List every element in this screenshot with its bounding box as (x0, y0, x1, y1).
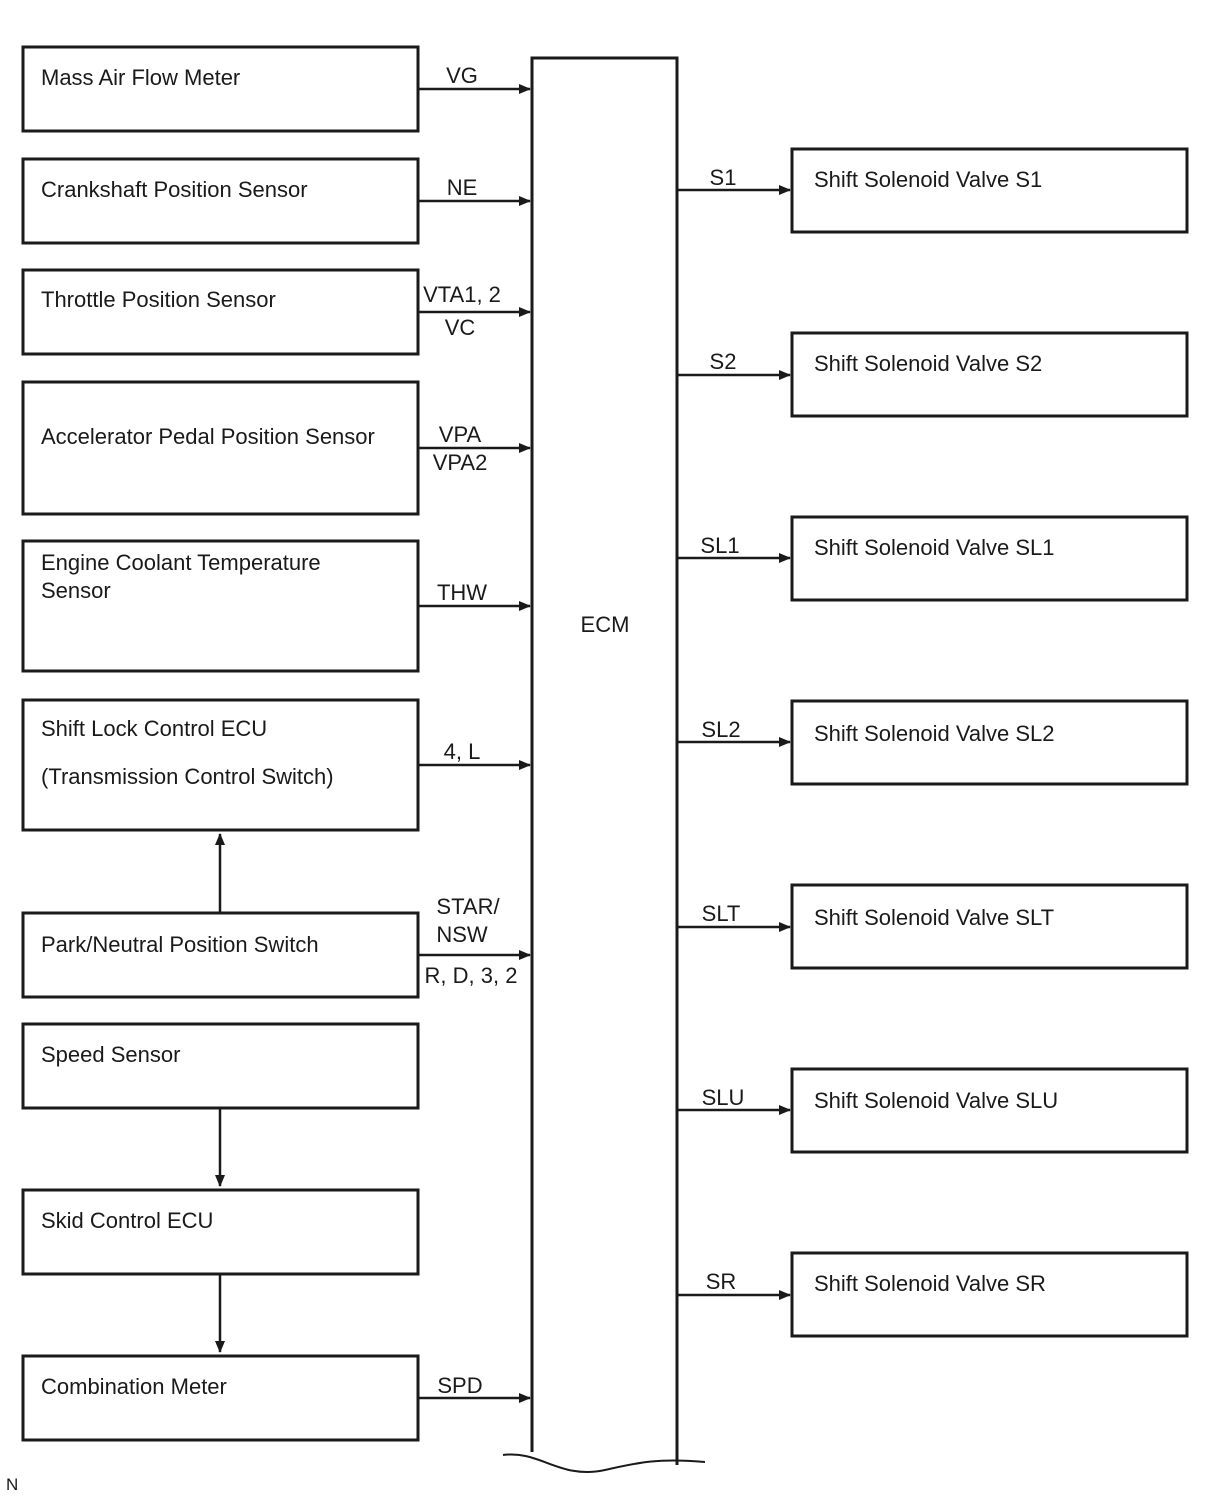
input-label: Speed Sensor (41, 1042, 180, 1067)
signal-label-bottom: VPA2 (433, 450, 488, 475)
output-shift-solenoid-valve-sl2: Shift Solenoid Valve SL2 SL2 (677, 699, 1189, 786)
signal-label: THW (437, 580, 487, 605)
output-shift-solenoid-valve-s1: Shift Solenoid Valve S1 S1 (677, 147, 1189, 234)
signal-label-line2: NSW (436, 922, 488, 947)
input-label: Combination Meter (41, 1374, 227, 1399)
signal-label: SPD (437, 1373, 482, 1398)
signal-label-top: VTA1, 2 (423, 282, 501, 307)
input-label: Crankshaft Position Sensor (41, 177, 308, 202)
signal-label-bottom: VC (445, 315, 476, 340)
signal-label: S2 (710, 349, 737, 374)
signal-label: S1 (710, 165, 737, 190)
signal-label: 4, L (444, 739, 481, 764)
output-shift-solenoid-valve-sl1: Shift Solenoid Valve SL1 SL1 (677, 515, 1189, 602)
input-label-line1: Shift Lock Control ECU (41, 716, 267, 741)
output-label: Shift Solenoid Valve SL1 (814, 535, 1055, 560)
output-label: Shift Solenoid Valve S1 (814, 167, 1042, 192)
signal-label: SLT (702, 901, 741, 926)
input-label-line1: Engine Coolant Temperature (41, 550, 321, 575)
output-label: Shift Solenoid Valve SLT (814, 905, 1054, 930)
signal-label: SR (706, 1269, 737, 1294)
signal-label: NE (447, 175, 478, 200)
input-label: Skid Control ECU (41, 1208, 213, 1233)
input-label-line2: Sensor (41, 578, 111, 603)
input-park-neutral-position-switch: Park/Neutral Position Switch STAR/ NSW R… (21, 894, 531, 999)
signal-label: VG (446, 63, 478, 88)
signal-label-bottom: R, D, 3, 2 (425, 963, 518, 988)
signal-label-line1: STAR/ (436, 894, 500, 919)
ecm-label: ECM (581, 612, 630, 637)
input-label: Throttle Position Sensor (41, 287, 276, 312)
signal-label: SLU (702, 1085, 745, 1110)
output-label: Shift Solenoid Valve SR (814, 1271, 1046, 1296)
input-shift-lock-control-ecu: Shift Lock Control ECU (Transmission Con… (21, 698, 531, 832)
input-label: Accelerator Pedal Position Sensor (41, 424, 375, 449)
input-crankshaft-position-sensor: Crankshaft Position Sensor NE (21, 157, 531, 245)
output-shift-solenoid-valve-s2: Shift Solenoid Valve S2 S2 (677, 331, 1189, 418)
output-label: Shift Solenoid Valve SLU (814, 1088, 1058, 1113)
output-shift-solenoid-valve-slt: Shift Solenoid Valve SLT SLT (677, 883, 1189, 970)
input-label: Park/Neutral Position Switch (41, 932, 319, 957)
input-skid-control-ecu: Skid Control ECU (21, 1188, 420, 1276)
footer-mark: N (6, 1475, 18, 1494)
output-label: Shift Solenoid Valve S2 (814, 351, 1042, 376)
input-throttle-position-sensor: Throttle Position Sensor VTA1, 2 VC (21, 268, 531, 356)
ecm-block: ECM (502, 56, 706, 1473)
output-label: Shift Solenoid Valve SL2 (814, 721, 1055, 746)
signal-label: SL1 (700, 533, 739, 558)
output-shift-solenoid-valve-slu: Shift Solenoid Valve SLU SLU (677, 1067, 1189, 1154)
input-speed-sensor: Speed Sensor (21, 1022, 420, 1110)
signal-label-top: VPA (439, 422, 482, 447)
signal-label: SL2 (701, 717, 740, 742)
input-label: Mass Air Flow Meter (41, 65, 240, 90)
input-mass-air-flow-meter: Mass Air Flow Meter VG (21, 45, 531, 133)
input-engine-coolant-temperature-sensor: Engine Coolant Temperature Sensor THW (21, 539, 531, 673)
input-label-line2: (Transmission Control Switch) (41, 764, 334, 789)
output-shift-solenoid-valve-sr: Shift Solenoid Valve SR SR (677, 1251, 1189, 1338)
input-accelerator-pedal-position-sensor: Accelerator Pedal Position Sensor VPA VP… (21, 380, 531, 516)
input-combination-meter: Combination Meter SPD (21, 1354, 531, 1442)
